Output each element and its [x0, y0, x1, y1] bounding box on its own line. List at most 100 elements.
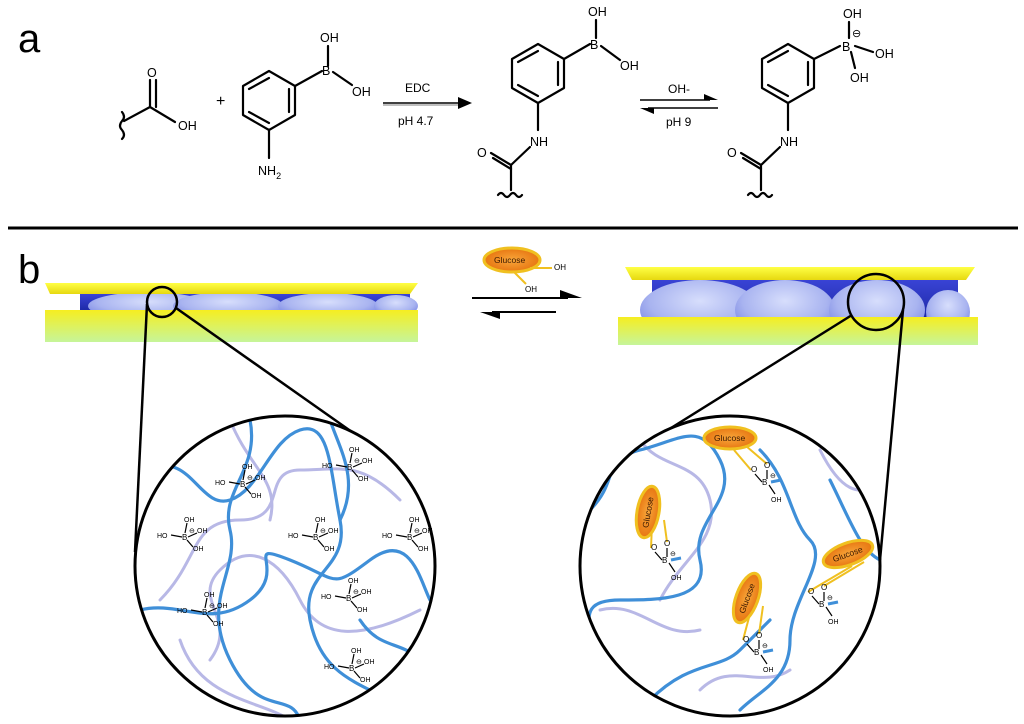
arrow-edc-bottom-label: pH 4.7 [398, 114, 434, 128]
arrow-equilibrium-glucose [472, 290, 582, 319]
ho-label: HO [322, 463, 333, 470]
charge-label: ⊖ [189, 528, 195, 535]
oh-label: OH [204, 592, 215, 599]
apba-nh2: NH2 [258, 164, 281, 181]
ho-label: HO [324, 664, 335, 671]
oh-label: OH [357, 607, 368, 614]
oh-label: OH [828, 619, 839, 626]
oh-label: OH [418, 546, 429, 553]
o-label: O [756, 631, 762, 640]
arrow-equilibrium-ph9: OH- pH 9 [640, 82, 718, 129]
oh-label: OH [197, 528, 208, 535]
panel-b-label: b [18, 248, 40, 292]
charge-label: ⊖ [770, 473, 776, 480]
charge-label: ⊖ [353, 589, 359, 596]
charge-label: ⊖ [762, 643, 768, 650]
oh-label: OH [409, 517, 420, 524]
oh-label: OH [251, 493, 262, 500]
plus-sign: + [216, 93, 225, 110]
boronate-groups-left: B⊖HOOHOHOHB⊖HOOHOHOHB⊖HOOHOHOHB⊖HOOHOHOH… [157, 447, 433, 684]
oh-label: OH [364, 659, 375, 666]
boronate-b-label: B [842, 40, 850, 54]
hydrogel-film-swollen [618, 267, 978, 345]
zoom-callout-left [133, 285, 353, 553]
product-oh-right: OH [620, 59, 639, 73]
boron-label: B [182, 533, 187, 542]
o-label: O [821, 583, 827, 592]
boron-label: B [762, 478, 767, 487]
glucose-ellipse [634, 484, 662, 540]
glucose-molecule-legend: Glucose OH OH [482, 246, 566, 294]
glucose-legend-label: Glucose [494, 255, 525, 265]
arrow-edc: EDC pH 4.7 [383, 81, 472, 128]
charge-label: ⊖ [354, 458, 360, 465]
oh-label: OH [422, 528, 433, 535]
acid-oh-label: OH [178, 119, 197, 133]
apba-subscript: 2 [276, 171, 281, 181]
oh-label: OH [213, 621, 224, 628]
oh-label: OH [360, 677, 371, 684]
charge-label: ⊖ [247, 475, 253, 482]
charge-label: ⊖ [414, 528, 420, 535]
product-o-label: O [477, 146, 487, 160]
charge-label: ⊖ [320, 528, 326, 535]
charge-label: ⊖ [209, 603, 215, 610]
o-label: O [664, 539, 670, 548]
zoom-callout-right [654, 272, 906, 561]
boronate-oh-right: OH [875, 47, 894, 61]
oh-label: OH [348, 578, 359, 585]
ho-label: HO [157, 533, 168, 540]
glucose-ellipse [821, 538, 875, 570]
arrow-eq-bottom-label: pH 9 [666, 115, 692, 129]
ho-label: HO [288, 533, 299, 540]
o-label: O [651, 543, 657, 552]
oh-label: OH [255, 475, 266, 482]
glucose-ellipse [702, 425, 758, 451]
glucose-oh-1: OH [554, 263, 566, 272]
oh-label: OH [671, 575, 682, 582]
ho-label: HO [177, 608, 188, 615]
oh-label: OH [324, 546, 335, 553]
boron-label: B [313, 533, 318, 542]
boronate-charge: ⊖ [852, 28, 861, 40]
glucose-oh-2: OH [525, 285, 537, 294]
oh-label: OH [771, 497, 782, 504]
ho-label: HO [382, 533, 393, 540]
hydrogel-film-contracted [45, 283, 418, 342]
glucose-ellipse [731, 571, 763, 625]
o-label: O [808, 587, 814, 596]
acid-o-label: O [147, 66, 157, 80]
product-oh-top: OH [588, 5, 607, 19]
carboxylic-acid-structure: O OH [118, 66, 197, 141]
boron-label: B [349, 664, 354, 673]
boron-label: B [819, 600, 824, 609]
oh-label: OH [763, 667, 774, 674]
oh-label: OH [351, 648, 362, 655]
amide-boronic-acid-structure: B OH OH NH O [477, 5, 639, 199]
charge-label: ⊖ [356, 659, 362, 666]
aminophenylboronic-acid-structure: B OH OH NH2 [241, 31, 371, 181]
boronate-o-label: O [727, 146, 737, 160]
oh-label: OH [242, 464, 253, 471]
boronate-oh-top: OH [843, 7, 862, 21]
oh-label: OH [184, 517, 195, 524]
product-b-label: B [590, 38, 598, 52]
arrow-eq-top-label: OH- [668, 82, 690, 96]
apba-oh-top: OH [320, 31, 339, 45]
boron-label: B [754, 648, 759, 657]
boron-label: B [240, 480, 245, 489]
oh-label: OH [349, 447, 360, 454]
oh-label: OH [193, 546, 204, 553]
